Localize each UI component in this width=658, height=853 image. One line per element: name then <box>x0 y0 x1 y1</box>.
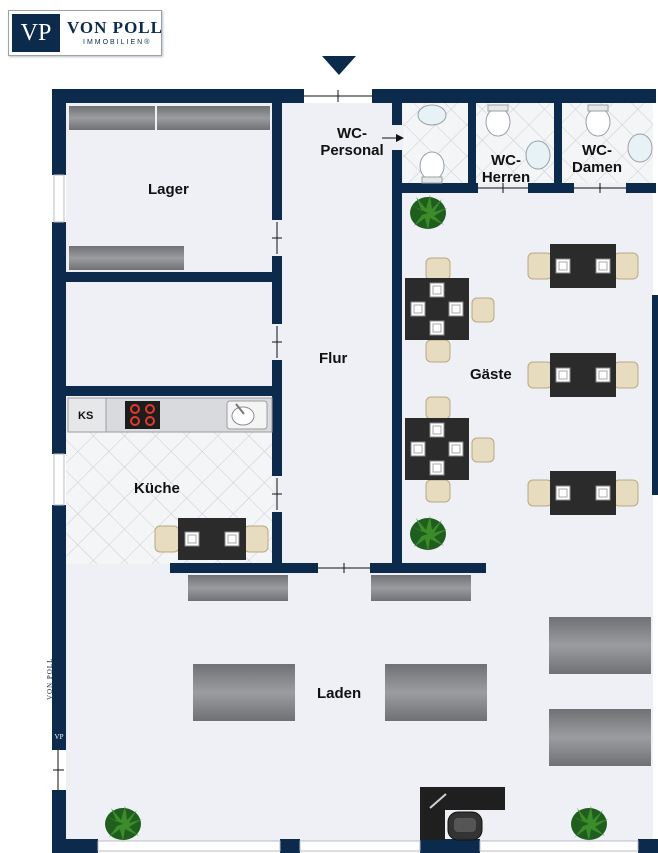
label-wc-herren-line2: Herren <box>481 169 531 186</box>
lager-shelves <box>69 106 270 270</box>
wc-sinks <box>417 104 653 170</box>
guest-table-4 <box>405 396 495 503</box>
label-flur: Flur <box>319 350 348 367</box>
guest-table-2 <box>527 244 639 288</box>
label-wc-personal: WC- Personal <box>312 125 392 159</box>
logo-mark: VP <box>12 14 60 52</box>
entrance-arrow-icon <box>322 56 356 75</box>
office-chair-icon <box>447 811 483 841</box>
logo-name: VON POLL <box>67 18 163 37</box>
desk-icon <box>420 787 505 840</box>
stove-icon <box>125 401 160 429</box>
von-poll-logo: VP VON POLL IMMOBILIEN® <box>8 10 162 56</box>
guest-table-2 <box>527 471 639 515</box>
label-wc-damen-line2: Damen <box>571 159 623 176</box>
guest-table-4 <box>405 257 495 363</box>
label-lager: Lager <box>148 181 189 198</box>
interior-walls <box>66 103 656 573</box>
label-laden: Laden <box>317 685 362 702</box>
watermark-mark: VP <box>54 733 64 741</box>
watermark <box>52 728 66 750</box>
sink-icon <box>226 400 268 430</box>
label-gaeste: Gäste <box>470 366 512 383</box>
fridge <box>67 397 107 433</box>
label-ks: KS <box>78 410 94 422</box>
label-wc-herren-line1: WC- <box>491 152 521 169</box>
outer-walls <box>52 89 658 853</box>
label-kueche: Küche <box>134 480 180 497</box>
kitchen-table <box>154 518 269 560</box>
label-wc-personal-line1: WC- <box>337 125 367 142</box>
label-wc-personal-line2: Personal <box>320 142 384 159</box>
toilet-icon <box>419 104 611 184</box>
watermark-name: VON POLL <box>46 657 54 700</box>
guest-table-2 <box>527 353 639 397</box>
label-wc-herren: WC- Herren <box>478 152 534 186</box>
label-wc-damen: WC- Damen <box>565 142 629 176</box>
label-wc-damen-line1: WC- <box>582 142 612 159</box>
logo-subtitle: IMMOBILIEN® <box>83 39 152 46</box>
laden-counters <box>188 575 651 766</box>
